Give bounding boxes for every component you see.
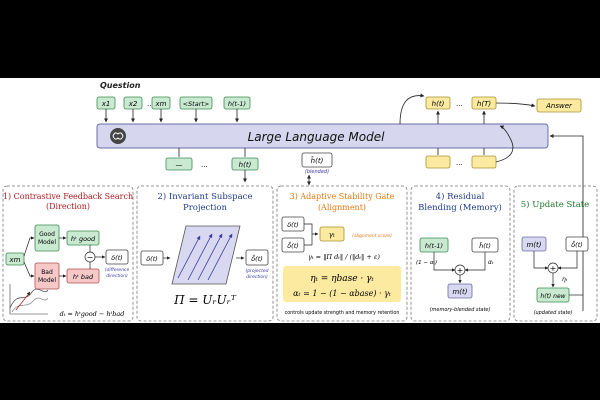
panel2-delta-out-box (245, 249, 269, 266)
panel4-h-prev-label: h(t-1) (425, 242, 443, 250)
panel4-title-line1: 4) Residual (436, 191, 485, 202)
panel1-input-box (5, 252, 25, 266)
output-token-hT: h(T) (471, 96, 497, 110)
panel4-m-label: m(t) (452, 288, 467, 296)
h-good-label: hᵗ good (71, 235, 96, 243)
good-model-box (34, 224, 60, 252)
panel1-delta-label: δ(t) (111, 254, 123, 262)
token-ellipsis: ... (147, 100, 154, 108)
panel5-frame (513, 185, 598, 322)
panel3-delta-b-label: δ̂(t) (287, 241, 299, 250)
panel4-note: (memory-blended state) (430, 307, 491, 313)
input-token-start: <Start> (179, 96, 213, 110)
good-model-line1: Good (39, 231, 55, 238)
panel2-proj-note-1: (projected (245, 268, 268, 274)
panel5-eta: ηₜ (562, 276, 568, 283)
panel1-delta-note-1: (difference (105, 267, 130, 273)
diagram-svg: Question x1 x2 ... xm <Start> h(t-1) Lar… (2, 81, 598, 322)
bad-model-line2: Model (38, 277, 56, 284)
panel1-frame (2, 185, 134, 322)
output-ellipsis: ... (456, 100, 463, 108)
input-token-x2: x2 (123, 96, 143, 110)
panel4-title-line2: Blending (Memory) (418, 202, 502, 213)
input-token-h-prev: h(t-1) (223, 96, 251, 110)
panel4-m-box (447, 283, 473, 299)
answer-box: Answer (536, 98, 582, 113)
panel1-title-line1: 1) Contrastive Feedback Search (3, 192, 133, 201)
panel2-title-line1: 2) Invariant Subspace (158, 191, 253, 202)
question-label: Question (100, 81, 141, 90)
panel4-frame (410, 185, 511, 322)
panel3-note: controls update strength and memory rete… (285, 310, 400, 316)
panel3-title-line1: 3) Adaptive Stability Gate (290, 192, 395, 201)
lower-output-ellipsis: ... (456, 159, 463, 167)
minus-label: − (87, 253, 94, 262)
output-ht-label: h(t) (432, 100, 445, 108)
below-token-1 (165, 157, 193, 171)
eta-formula: ηₜ = ηbase · γₜ (310, 274, 374, 284)
panel5-m-label: m(t) (526, 241, 541, 249)
panel1-input-label: xm (9, 256, 21, 264)
h-good-box (66, 230, 100, 246)
h-bad-box (66, 268, 100, 284)
panel2-frame (136, 185, 274, 322)
below-token-ht-label: h(t) (239, 161, 252, 169)
panel2-formula: Π = UᵣUᵣᵀ (173, 293, 237, 307)
panel5-plus: + (550, 264, 557, 273)
lower-output-box-2 (471, 155, 497, 169)
below-ellipsis: ... (201, 161, 208, 169)
output-hT-label: h(T) (477, 100, 491, 108)
panel1-formula: dₜ = hᵗgood − hᵗbad (60, 310, 125, 318)
token-xm-label: xm (155, 100, 167, 108)
gamma-label: γₜ (329, 231, 335, 239)
panel4-plus: + (457, 266, 464, 275)
panel1-delta-box (105, 249, 129, 265)
alpha-formula: αₜ = 1 − (1 − αbase) · γₜ (293, 289, 391, 298)
surface-plot-icon (9, 284, 49, 315)
token-x1-label: x1 (101, 100, 111, 108)
panel3-delta-a-label: δ(t) (287, 221, 299, 229)
subspace-plane (171, 225, 241, 285)
h-bad-label: hᵗ bad (73, 273, 94, 281)
gamma-formula: γₜ = ‖Π dₜ‖ / (‖dₜ‖ + ε) (308, 253, 380, 261)
lower-output-box-1 (425, 155, 451, 169)
llm-label: Large Language Model (248, 130, 386, 144)
panel5-h-new-label: h(t) new (540, 293, 565, 300)
bad-model-line1: Bad (41, 269, 53, 276)
panel1-title-line2: (Direction) (46, 202, 90, 211)
panel3-formula-box (283, 266, 401, 302)
panel2-proj-note-2: direction) (246, 274, 268, 280)
gamma-note: (alignment score) (352, 233, 392, 239)
diagram-canvas: Question x1 x2 ... xm <Start> h(t-1) Lar… (0, 78, 600, 323)
token-start-label: <Start> (183, 100, 210, 108)
panel5-note: (updated state) (534, 310, 573, 316)
good-model-line2: Model (38, 239, 56, 246)
below-token-1-label: — (176, 161, 183, 169)
output-token-ht: h(t) (425, 96, 451, 110)
panel2-delta-out-label: δ̂(t) (251, 254, 263, 263)
blended-note: (blended) (305, 169, 329, 175)
one-minus-alpha: (1 − αₜ) (416, 260, 437, 266)
brain-icon (110, 128, 126, 144)
panel5-title: 5) Update State (521, 199, 589, 210)
input-token-x1: x1 (96, 96, 116, 110)
answer-label: Answer (545, 102, 573, 110)
panel2-delta-in-label: δ(t) (146, 255, 158, 263)
panel5-delta-label: δ̂(t) (571, 240, 583, 249)
panel3-frame (276, 185, 408, 322)
gamma-box (319, 226, 345, 242)
blended-h-box: h̄(t) (301, 152, 333, 168)
panel4-alpha: αₜ (488, 259, 494, 266)
token-h-prev-label: h(t-1) (228, 100, 246, 108)
panel4-h-bar-label: h̄(t) (479, 241, 491, 250)
input-token-xm: xm (151, 96, 171, 110)
token-x2-label: x2 (128, 100, 138, 108)
panel3-title-line2: (Alignment) (318, 203, 366, 212)
blended-h-label: h̄(t) (311, 156, 324, 165)
llm-bar: Large Language Model (96, 123, 549, 149)
bad-model-box (34, 262, 60, 290)
panel1-delta-note-2: direction) (106, 273, 128, 279)
panel2-title-line2: Projection (183, 203, 228, 213)
